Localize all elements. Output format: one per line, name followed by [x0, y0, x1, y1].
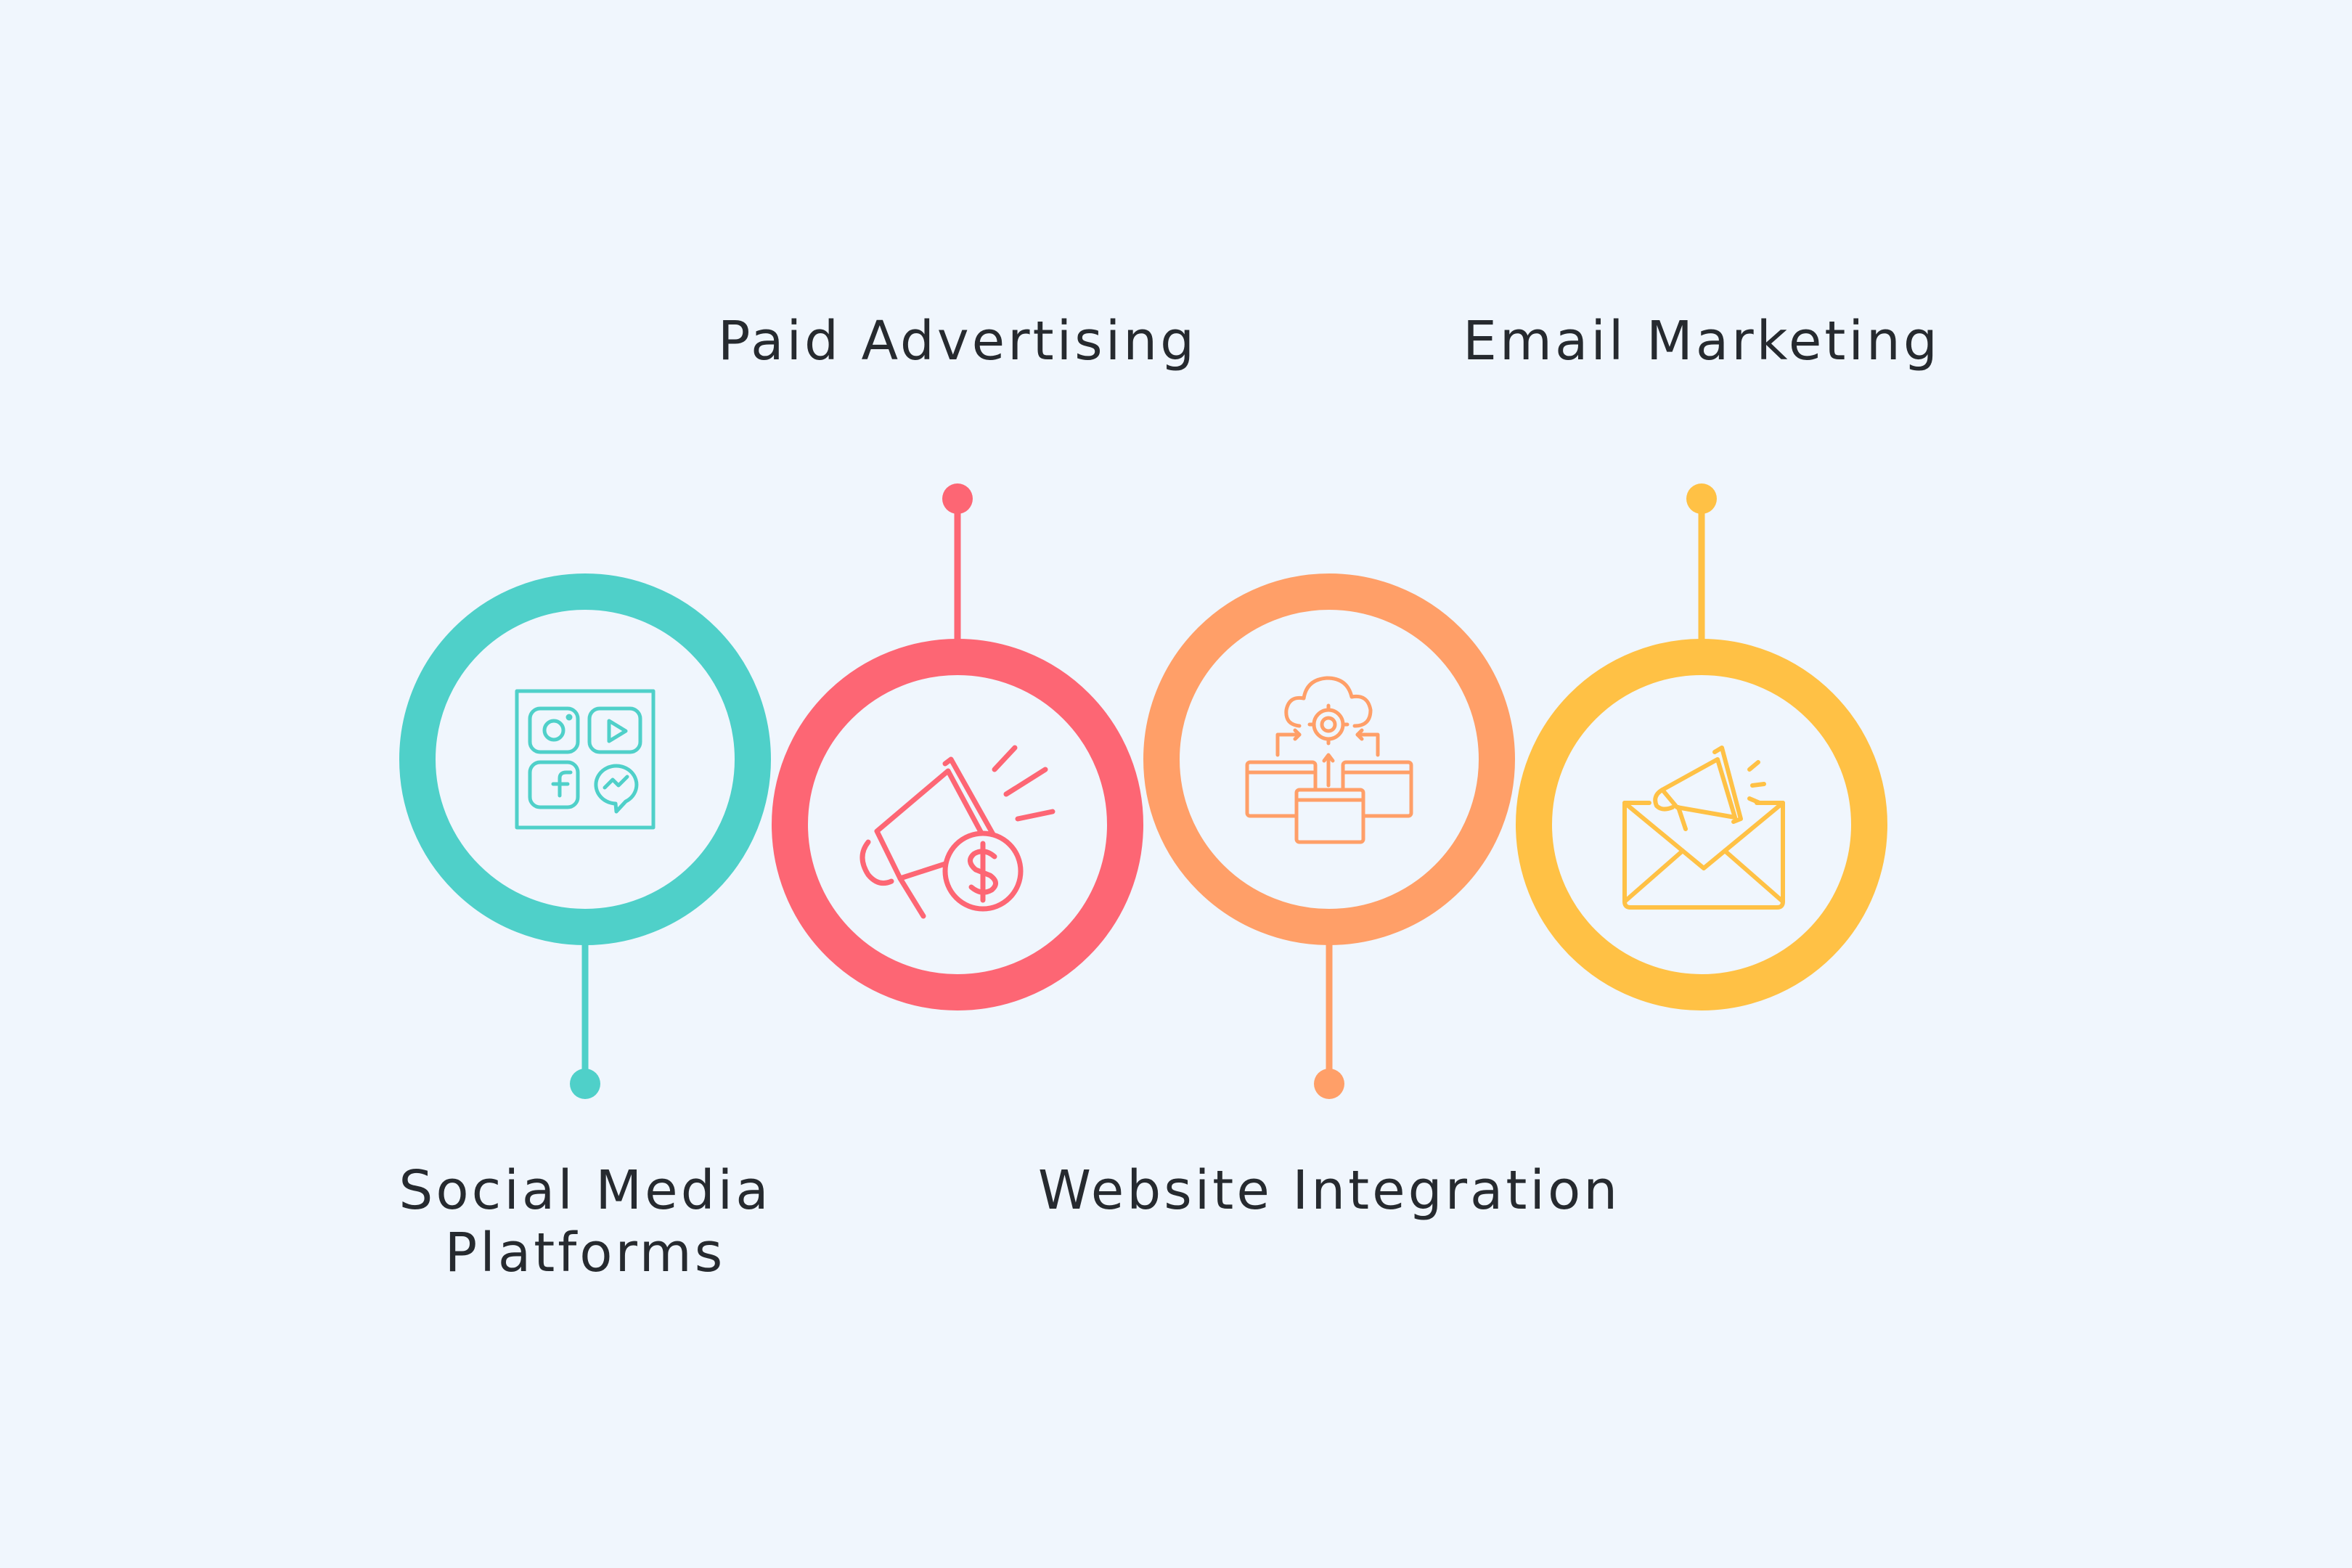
step-label-paid-advertising: Paid Advertising	[717, 310, 1198, 372]
step-label-email-marketing: Email Marketing	[1463, 310, 1940, 372]
paid-ring	[772, 639, 1143, 1010]
step-website-integration	[1143, 573, 1515, 1099]
step-label-social-media: Social Media Platforms	[399, 1159, 772, 1284]
megaphone-dollar-icon	[859, 745, 1055, 919]
step-label-website-integration: Website Integration	[1037, 1159, 1621, 1222]
social-media-apps-icon	[515, 689, 656, 830]
step-email-marketing	[1516, 483, 1887, 1010]
step-social-media	[399, 573, 771, 1099]
email-ring	[1516, 639, 1887, 1010]
web-connector-dot	[1314, 1069, 1344, 1099]
step-paid-advertising	[772, 483, 1143, 1010]
cloud-gear-browser-windows-icon	[1245, 676, 1413, 844]
envelope-megaphone-icon	[1622, 746, 1785, 910]
social-ring	[399, 573, 771, 945]
social-connector-dot	[570, 1069, 600, 1099]
